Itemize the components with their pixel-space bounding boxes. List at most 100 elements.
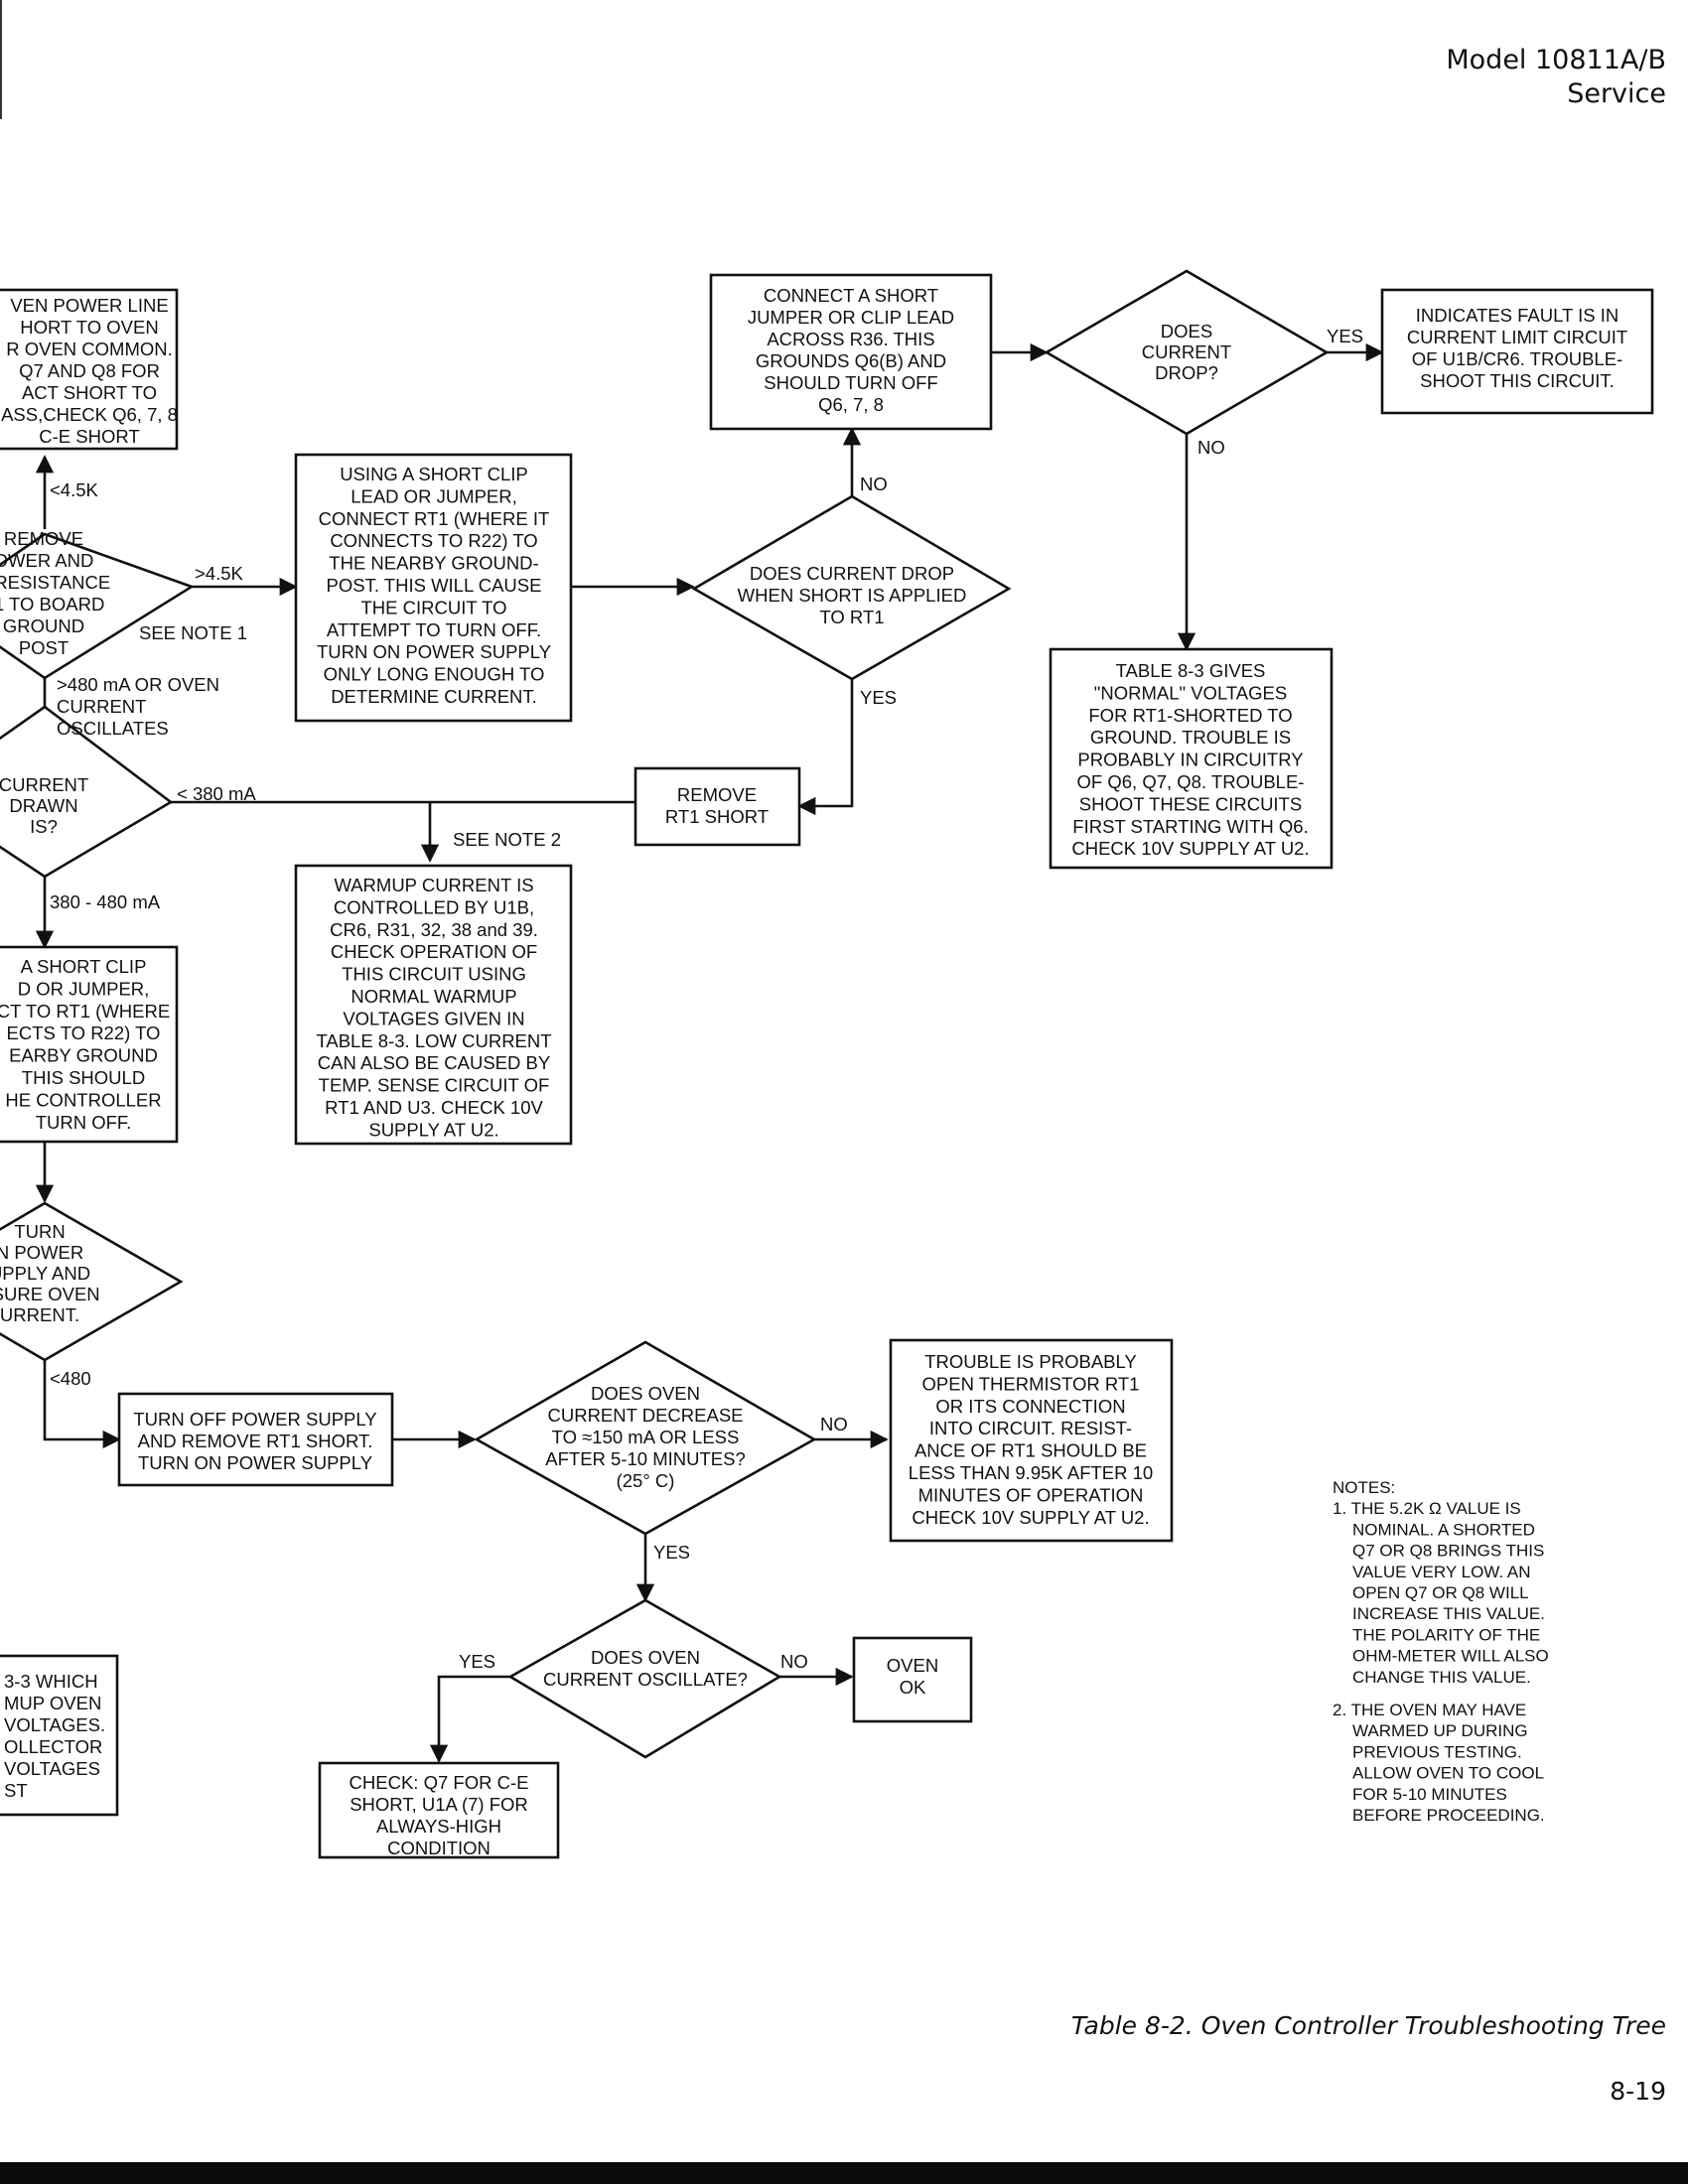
table-warmup-left-text-line: VOLTAGES. — [4, 1714, 105, 1735]
edge-label-lt-480: <480 — [50, 1368, 91, 1389]
diamond-turn-on-power — [0, 1201, 184, 1362]
does-oven-decrease-text-line: (25° C) — [617, 1470, 675, 1491]
edge-label-no-oscillate: NO — [780, 1651, 808, 1672]
indicates-fault-text-line: SHOOT THIS CIRCUIT. — [1420, 370, 1615, 391]
does-oven-oscillate-text-line: CURRENT OSCILLATE? — [543, 1669, 748, 1690]
does-oven-decrease-text-line: AFTER 5-10 MINUTES? — [545, 1448, 746, 1469]
diamond-does-current-drop — [1044, 269, 1330, 436]
check-q7-text-line: CHECK: Q7 FOR C-E — [350, 1772, 529, 1793]
oven-power-line-text-line: Q7 AND Q8 FOR — [19, 360, 160, 381]
remove-power-text-line: GROUND — [3, 615, 84, 636]
does-oven-decrease-text-line: CURRENT DECREASE — [547, 1405, 743, 1426]
table-caption: Table 8-2. Oven Controller Troubleshooti… — [1070, 2011, 1666, 2040]
current-drawn-text-line: DRAWN — [9, 795, 77, 816]
edge-label-gt-4-5k: >4.5K — [195, 563, 244, 584]
using-short-clip-text-line: USING A SHORT CLIP — [340, 464, 528, 484]
edge-label-gt480-oscillates-line: CURRENT — [57, 696, 146, 717]
edge-yes-oscillate — [429, 1675, 510, 1763]
note-line: PREVIOUS TESTING. — [1352, 1742, 1522, 1761]
connect-short-jumper-text-line: JUMPER OR CLIP LEAD — [748, 307, 954, 328]
header-model: Model 10811A/B — [1446, 45, 1666, 75]
warmup-current-text-line: TEMP. SENSE CIRCUIT OF — [319, 1075, 550, 1096]
short-clip-left-text-line: EARBY GROUND — [9, 1045, 158, 1066]
box-turn-off-power — [117, 1392, 394, 1487]
note-line: ALLOW OVEN TO COOL — [1352, 1764, 1544, 1783]
check-q7-text-line: CONDITION — [387, 1838, 491, 1858]
edge-label-no-top: NO — [860, 474, 888, 494]
table-normal-text-line: SHOOT THESE CIRCUITS — [1079, 793, 1302, 814]
open-thermistor-text-line: OR ITS CONNECTION — [935, 1396, 1125, 1417]
using-short-clip-text-line: ONLY LONG ENOUGH TO — [324, 664, 545, 685]
table-normal-text-line: FIRST STARTING WITH Q6. — [1072, 816, 1308, 837]
note-line: FOR 5-10 MINUTES — [1352, 1785, 1507, 1804]
page-edge-mark — [0, 0, 2, 119]
note-line: CHANGE THIS VALUE. — [1352, 1668, 1531, 1687]
open-thermistor-text-line: CHECK 10V SUPPLY AT U2. — [912, 1507, 1149, 1528]
warmup-current-text-line: THIS CIRCUIT USING — [342, 964, 526, 985]
diamond-current-drawn — [0, 705, 174, 879]
turn-off-power-text-line: TURN ON POWER SUPPLY — [138, 1452, 372, 1473]
remove-power-text-line: K RESISTANCE — [0, 572, 110, 593]
edge-label-range-380-480: 380 - 480 mA — [50, 891, 161, 912]
table-normal-text-line: GROUND. TROUBLE IS — [1090, 727, 1291, 748]
box-indicates-fault — [1380, 288, 1654, 415]
box-using-short-clip — [294, 453, 573, 723]
turn-off-power-text-line: AND REMOVE RT1 SHORT. — [138, 1431, 373, 1451]
check-q7-text-line: SHORT, U1A (7) FOR — [350, 1794, 528, 1815]
short-clip-left-text-line: HE CONTROLLER — [5, 1089, 161, 1110]
warmup-current-text-line: TABLE 8-3. LOW CURRENT — [316, 1030, 551, 1051]
table-warmup-left-text-line: MUP OVEN — [4, 1693, 101, 1713]
note-line: INCREASE THIS VALUE. — [1352, 1604, 1545, 1623]
edge-label-lt-380: < 380 mA — [177, 783, 256, 804]
does-current-drop-short-text-line: WHEN SHORT IS APPLIED — [738, 585, 967, 606]
box-remove-rt1-short — [633, 766, 801, 847]
connect-short-jumper-text-line: CONNECT A SHORT — [764, 285, 938, 306]
does-current-drop-short-text-line: DOES CURRENT DROP — [750, 563, 954, 584]
edge-label-see-note-2: SEE NOTE 2 — [453, 829, 561, 850]
page-number: 8-19 — [1610, 2077, 1666, 2106]
warmup-current-text-line: WARMUP CURRENT IS — [334, 875, 533, 895]
short-clip-left-text-line: ECTS TO R22) TO — [7, 1023, 161, 1043]
table-normal-text-line: CHECK 10V SUPPLY AT U2. — [1071, 838, 1309, 859]
edge-yes-remove — [797, 679, 854, 816]
connect-short-jumper-text-line: ACROSS R36. THIS — [767, 329, 934, 349]
note-line: BEFORE PROCEEDING. — [1352, 1806, 1545, 1825]
table-normal-text-line: OF Q6, Q7, Q8. TROUBLE- — [1077, 771, 1305, 792]
diamond-does-current-drop-short — [691, 494, 1012, 681]
edge-label-lt-4-5k: <4.5K — [50, 479, 99, 500]
oven-power-line-text-line: VEN POWER LINE — [10, 295, 168, 316]
note-line: WARMED UP DURING — [1352, 1721, 1528, 1740]
edge-label-no-drop: NO — [1197, 437, 1225, 458]
box-short-clip-left — [0, 945, 179, 1144]
indicates-fault-text-line: CURRENT LIMIT CIRCUIT — [1407, 327, 1627, 347]
oven-power-line-text-line: ACT SHORT TO — [22, 382, 157, 403]
table-normal-text-line: "NORMAL" VOLTAGES — [1094, 682, 1287, 703]
box-oven-ok — [852, 1636, 973, 1723]
note-line: 1. THE 5.2K Ω VALUE IS — [1333, 1499, 1521, 1518]
shapes — [0, 269, 1654, 1859]
remove-rt1-short-text-line: REMOVE — [677, 784, 757, 805]
oven-power-line-text-line: R OVEN COMMON. — [6, 339, 173, 359]
box-connect-short-jumper — [709, 273, 993, 431]
table-warmup-left-text-line: OLLECTOR — [4, 1736, 102, 1757]
warmup-current-text-line: CAN ALSO BE CAUSED BY — [318, 1052, 550, 1073]
using-short-clip-text-line: DETERMINE CURRENT. — [331, 686, 537, 707]
warmup-current-text-line: NORMAL WARMUP — [351, 986, 516, 1007]
open-thermistor-text-line: TROUBLE IS PROBABLY — [924, 1351, 1137, 1372]
box-table-warmup-left — [0, 1654, 119, 1817]
short-clip-left-text-line: A SHORT CLIP — [21, 956, 147, 977]
does-current-drop-text-line: DOES — [1161, 321, 1212, 341]
table-warmup-left-text-line: ST — [4, 1780, 28, 1801]
does-current-drop-text-line: DROP? — [1155, 362, 1218, 383]
edge-label-yes-drop: YES — [1327, 326, 1363, 346]
warmup-current-text-line: CONTROLLED BY U1B, — [334, 896, 534, 917]
edge-lt480 — [43, 1360, 121, 1449]
note-line: VALUE VERY LOW. AN — [1352, 1563, 1531, 1581]
using-short-clip-text-line: CONNECT RT1 (WHERE IT — [319, 508, 550, 529]
oven-ok-text-line: OVEN — [887, 1655, 938, 1676]
note-line: NOTES: — [1333, 1478, 1395, 1497]
box-open-thermistor — [889, 1338, 1174, 1543]
table-normal-text-line: PROBABLY IN CIRCUITRY — [1077, 750, 1303, 770]
